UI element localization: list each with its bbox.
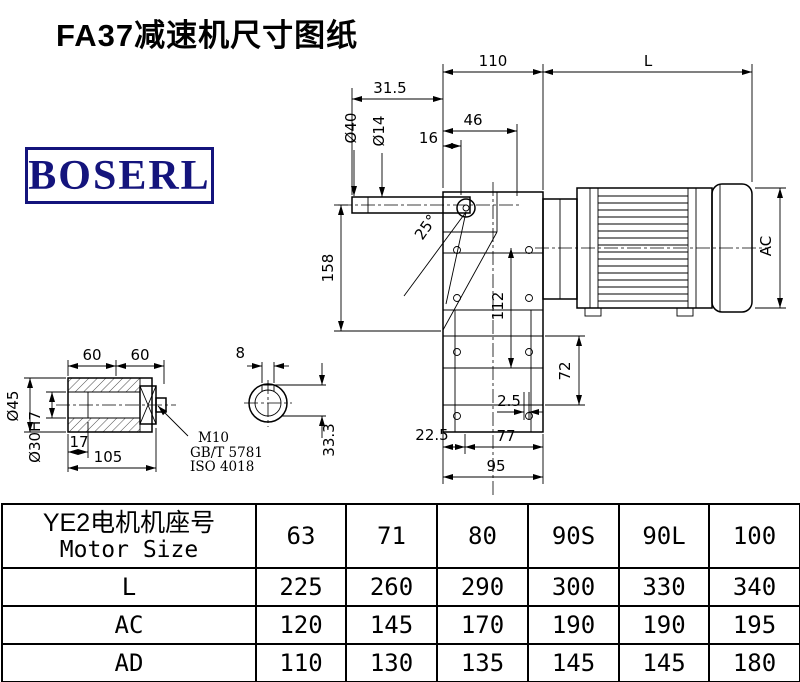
table-header-cell: YE2电机机座号 Motor Size xyxy=(1,503,257,569)
dim-L: L xyxy=(644,52,653,70)
dim-22-5: 22.5 xyxy=(415,426,448,444)
table-cell: 130 xyxy=(345,643,438,682)
table-cell: 190 xyxy=(527,605,620,645)
dim-33-3: 33.3 xyxy=(320,423,338,456)
dim-dia30h7: Ø30H7 xyxy=(26,411,44,463)
table-cell: 330 xyxy=(618,567,710,607)
dim-2-5: 2.5 xyxy=(497,392,521,410)
dim-95: 95 xyxy=(486,457,505,475)
table-header-cn: YE2电机机座号 xyxy=(42,509,216,538)
table-cell: 190 xyxy=(618,605,710,645)
row-label-AD: AD xyxy=(1,643,257,682)
shaft-section-view xyxy=(248,383,288,423)
dimension-lines xyxy=(27,69,783,480)
dim-60-right: 60 xyxy=(130,346,149,364)
dim-77: 77 xyxy=(496,427,515,445)
motor-size-71: 71 xyxy=(345,503,438,569)
motor-size-90s: 90S xyxy=(527,503,620,569)
table-row-AD: AD 110 130 135 145 145 180 xyxy=(1,643,800,682)
torque-arm-hole xyxy=(456,198,476,218)
table-cell: 290 xyxy=(436,567,529,607)
table-cell: 225 xyxy=(255,567,347,607)
dim-158: 158 xyxy=(319,254,337,283)
dim-72: 72 xyxy=(556,361,574,380)
motor-size-63: 63 xyxy=(255,503,347,569)
row-label-AC: AC xyxy=(1,605,257,645)
page-title: FA37减速机尺寸图纸 xyxy=(56,18,359,53)
motor-size-table: YE2电机机座号 Motor Size 63 71 80 90S 90L 100… xyxy=(1,503,800,682)
table-header-en: Motor Size xyxy=(59,537,199,564)
table-cell: 340 xyxy=(708,567,800,607)
table-header-row: YE2电机机座号 Motor Size 63 71 80 90S 90L 100 xyxy=(1,503,800,569)
dim-16: 16 xyxy=(419,129,438,147)
table-cell: 195 xyxy=(708,605,800,645)
standard-iso: ISO 4018 xyxy=(190,459,254,475)
dim-AC: AC xyxy=(757,236,775,256)
gearbox-dimension-drawing: 110 L 31.5 46 16 Ø40 Ø14 25° 158 112 AC … xyxy=(4,52,786,498)
dim-46: 46 xyxy=(463,111,482,129)
table-cell: 145 xyxy=(618,643,710,682)
table-cell: 260 xyxy=(345,567,438,607)
motor-size-100: 100 xyxy=(708,503,800,569)
dim-dia40: Ø40 xyxy=(342,113,360,144)
output-shaft xyxy=(351,196,471,214)
table-cell: 110 xyxy=(255,643,347,682)
standard-gb: GB/T 5781 xyxy=(190,445,263,461)
dim-dia45: Ø45 xyxy=(4,391,22,422)
extension-lines xyxy=(24,64,786,484)
gearbox-housing xyxy=(442,191,544,433)
dim-112: 112 xyxy=(489,292,507,321)
keyway xyxy=(261,384,275,391)
table-row-AC: AC 120 145 170 190 190 195 xyxy=(1,605,800,645)
table-cell: 300 xyxy=(527,567,620,607)
dim-dia14: Ø14 xyxy=(370,116,388,147)
dimension-texts: 110 L 31.5 46 16 Ø40 Ø14 25° 158 112 AC … xyxy=(4,52,775,475)
table-row-L: L 225 260 290 300 330 340 xyxy=(1,567,800,607)
dim-31-5: 31.5 xyxy=(373,79,406,97)
table-cell: 170 xyxy=(436,605,529,645)
bolt-spec-m10: M10 xyxy=(198,430,229,446)
boserl-logo-text: BOSERL xyxy=(28,152,211,199)
centerlines xyxy=(56,182,768,498)
table-cell: 120 xyxy=(255,605,347,645)
table-cell: 180 xyxy=(708,643,800,682)
dim-8: 8 xyxy=(235,344,245,362)
table-cell: 145 xyxy=(345,605,438,645)
row-label-L: L xyxy=(1,567,257,607)
dim-110: 110 xyxy=(479,52,508,70)
fan-cover xyxy=(711,183,753,313)
motor xyxy=(542,183,753,317)
table-cell: 135 xyxy=(436,643,529,682)
motor-size-80: 80 xyxy=(436,503,529,569)
table-cell: 145 xyxy=(527,643,620,682)
boserl-logo: BOSERL xyxy=(25,147,214,204)
motor-cooling-fins xyxy=(598,195,688,302)
motor-size-90l: 90L xyxy=(618,503,710,569)
dim-angle-25: 25° xyxy=(411,211,441,243)
dim-105: 105 xyxy=(94,448,123,466)
dim-60-left: 60 xyxy=(82,346,101,364)
angle-reference-lines xyxy=(403,211,467,305)
dim-17: 17 xyxy=(69,433,88,451)
